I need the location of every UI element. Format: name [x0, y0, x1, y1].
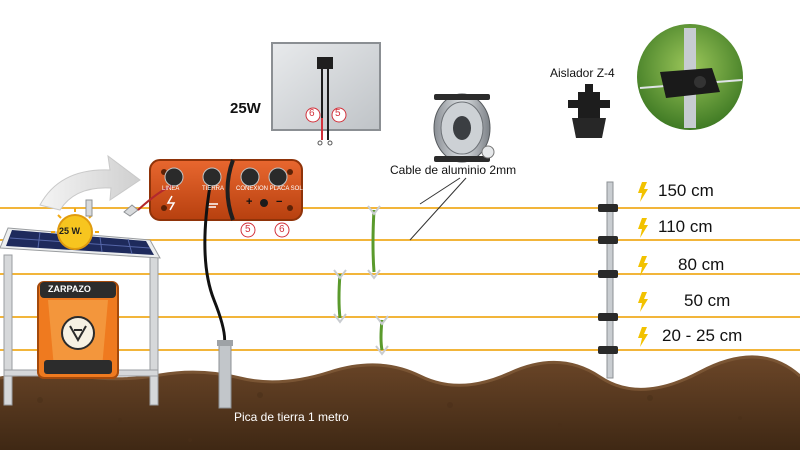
fence-post	[598, 181, 618, 379]
terminal-callouts	[240, 107, 347, 238]
energizer-brand: ZARPAZO	[48, 284, 91, 294]
height-label-150: 150 cm	[658, 181, 714, 200]
energizer-device	[37, 281, 119, 379]
controller-ground-label: TIERRA	[202, 186, 225, 192]
insulator-bracket	[85, 199, 139, 217]
lightning-bolt-icon	[638, 182, 648, 202]
ground-rod	[217, 340, 233, 409]
controller-callout-b: 6	[279, 224, 285, 235]
solar-panel-top	[271, 42, 381, 146]
panel-wattage-label: 25W	[230, 100, 261, 117]
wire-jumpers	[333, 205, 389, 356]
lightning-bolt-icon	[638, 256, 648, 276]
controller-line-label: LINEA	[162, 186, 180, 192]
height-label-50: 50 cm	[684, 291, 731, 310]
height-label-80: 80 cm	[678, 255, 725, 274]
sun-icon	[51, 208, 99, 250]
height-label-20-25: 20 - 25 cm	[662, 326, 743, 345]
line-cable	[137, 185, 173, 211]
cable-label: Cable de aluminio 2mm	[390, 163, 517, 177]
ground-cable	[203, 185, 227, 351]
ground-rod-label: Pica de tierra 1 metro	[234, 410, 349, 424]
curved-arrow-icon	[39, 154, 141, 211]
bolt-icon	[166, 195, 176, 211]
panel-terminal-pos: 5	[335, 108, 341, 119]
lightning-bolt-icon	[638, 292, 648, 312]
lightning-bolt-icon	[638, 218, 648, 238]
controller-callout-a: 5	[245, 224, 251, 235]
sun-symbol-icon	[260, 199, 268, 207]
controller-connection-label: CONEXION PLACA SOLAR	[236, 186, 312, 192]
height-label-110: 110 cm	[658, 217, 713, 236]
lightning-bolt-icon	[638, 327, 648, 347]
controller-minus-label: −	[276, 196, 283, 208]
insulator-photo	[637, 24, 743, 130]
ground-soil	[0, 355, 800, 450]
aluminium-cable-spool	[433, 93, 495, 163]
panel-terminal-neg: 6	[309, 108, 315, 119]
cable-pointer-lines	[409, 177, 467, 241]
insulator-product	[568, 84, 610, 138]
solar-badge-text: 25 W.	[59, 226, 83, 236]
controller-plus-label: +	[246, 196, 253, 208]
controller-unit	[149, 159, 303, 221]
insulator-label: Aislador Z-4	[550, 66, 615, 80]
